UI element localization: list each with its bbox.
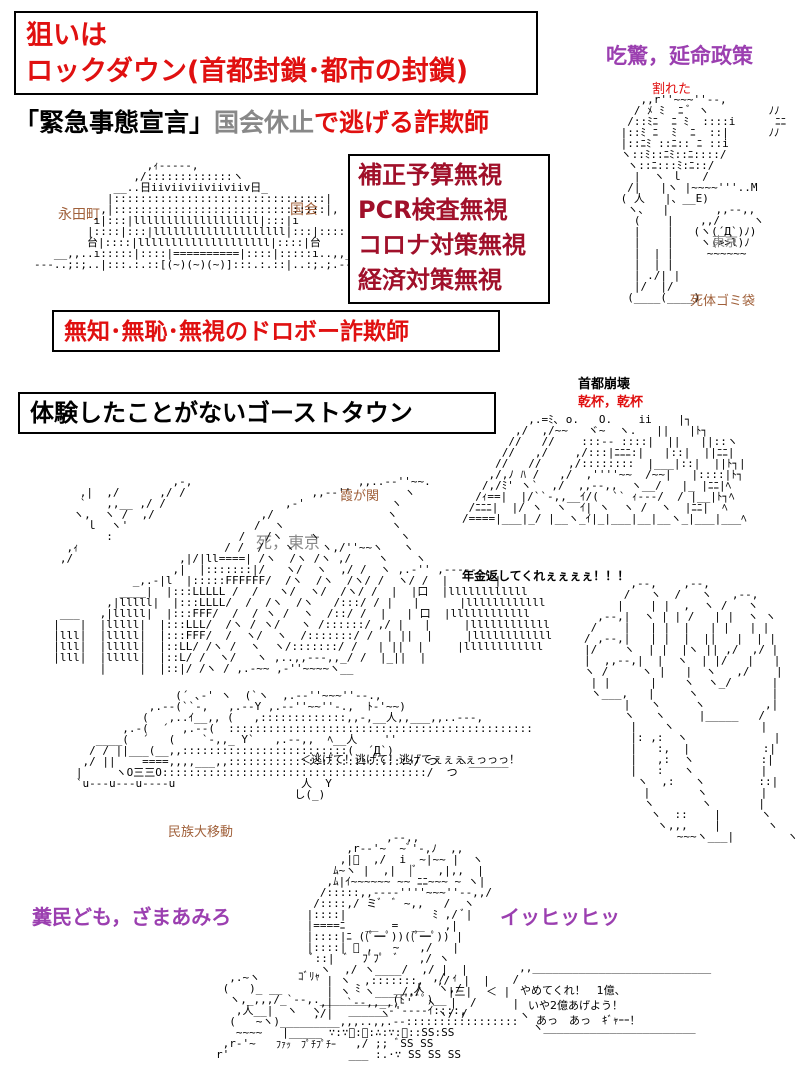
- collapse-art: ,.=ﾐ､ o. O. ii |┐ ,/ ,/~~ ヾ~ ヽ. || |ﾄ┐ /…: [462, 413, 747, 525]
- ignore-item: コロナ対策無視: [358, 231, 526, 259]
- crushed-man-art: ,.~ヽ ,/ ｨ ( )_ __ ﾐ __ 人 ヽ,/ ヽ,_,,,/_`‐-…: [216, 971, 519, 1061]
- cheers-label: 乾杯，乾杯: [578, 395, 644, 410]
- top-right-title: 吃驚，延命政策: [606, 44, 753, 68]
- ghost-town-box: 体験したことがないゴーストタウン: [18, 392, 496, 434]
- kokkai-label: 国会: [290, 202, 318, 218]
- ignore-list-box: 補正予算無視 PCR検査無視 コロナ対策無視 経済対策無視: [348, 154, 550, 304]
- broken-label: 割れた: [652, 82, 692, 97]
- bag-tokyo-text: 東京: [712, 235, 739, 250]
- speech-line: あっ あっ ｷﾞｬｰｰ！: [536, 1014, 641, 1027]
- gorya-sfx: ｺﾞﾘｬ: [298, 970, 320, 983]
- death-tokyo-label: 死，東京: [256, 533, 321, 552]
- villain-face-art: ,--,, ,r‐‐'~ ~ﾞ'-,ﾉ ,, ,|ﾞ ,/ i ~|~~ | ヽ…: [306, 831, 493, 1020]
- nagatacho-label: 永田町: [58, 207, 100, 223]
- headline-diet-recess: 国会休止: [214, 108, 315, 137]
- run-speech: ＜逃げて！逃げて！逃げてぇぇぇぇっっっ！: [300, 753, 520, 766]
- speech-line: いや2億あげよう！: [528, 999, 623, 1012]
- pension-label: 年金返してくれぇぇぇぇ！！！: [462, 569, 630, 583]
- title-line-1: 狙いは: [26, 20, 107, 51]
- speech-bubble-frame: ,,___________________________ / ＜ | | ヽ …: [486, 961, 712, 1034]
- ignore-item: PCR検査無視: [358, 196, 508, 224]
- skull-figure-art: ,,r''~~~''‐-, / ﾒ ﾐ ﾆ ﾞ ヽ ﾉﾉ /::ﾐﾆ ﾆ ﾐ :…: [620, 93, 787, 304]
- grasping-hands-art: ,--, ,--, / ヽ / ヽ ,--, | | | , ヽ / ヽ ,--…: [584, 577, 799, 843]
- headline: 「緊急事態宣言」国会休止で逃げる詐欺師: [14, 108, 489, 138]
- headline-fraudster: で逃げる詐欺師: [314, 108, 490, 137]
- shameless-text: 無知･無恥･無視のドロボー詐欺師: [64, 319, 409, 345]
- headline-state-of-emergency: 「緊急事態宣言」: [14, 108, 215, 137]
- corpse-bag-label: 死体ゴミ袋: [690, 294, 756, 309]
- refugees-art: (´ ､-' ヽ (`ヽ ,.--''~~~''--., ,.--(``-, ,…: [75, 689, 533, 801]
- ignore-item: 経済対策無視: [358, 266, 502, 294]
- city-ruins-art: ,-, ,,..-‐''~~. ,| ,/ ,/ / ,,-‐'' ヽ ` ,,…: [53, 475, 553, 675]
- title-box: 狙いは ロックダウン(首都封鎖･都市の封鎖): [14, 11, 538, 95]
- bottom-left-taunt: 糞民ども，ざまあみろ: [32, 905, 232, 929]
- diet-building-art: ,ｨ‐‐‐‐‐, ,/:::::::::::::ヽ __..日iiviiviiv…: [34, 159, 359, 271]
- ignore-item: 補正予算無視: [358, 161, 502, 189]
- shameless-box: 無知･無恥･無視のドロボー詐欺師: [52, 310, 500, 352]
- kasumigaseki-label: 霞が関: [340, 489, 380, 504]
- speech-line: やめてくれ！ 1億、: [520, 984, 626, 997]
- migration-label: 民族大移動: [168, 825, 234, 840]
- ghost-town-text: 体験したことがないゴーストタウン: [30, 399, 413, 427]
- speech-bubble-text: やめてくれ！ 1億、 いや2億あげよう！ あっ あっ ｷﾞｬｰｰ！: [520, 983, 641, 1028]
- bottom-right-laugh: イッヒッヒッ: [500, 905, 620, 929]
- capital-collapse-label: 首都崩壊: [578, 377, 631, 392]
- bottom-sfx: ﾌｧｯ ﾌﾟﾁﾌﾟﾁｰ: [276, 1040, 336, 1051]
- title-line-2: ロックダウン(首都封鎖･都市の封鎖): [26, 56, 469, 87]
